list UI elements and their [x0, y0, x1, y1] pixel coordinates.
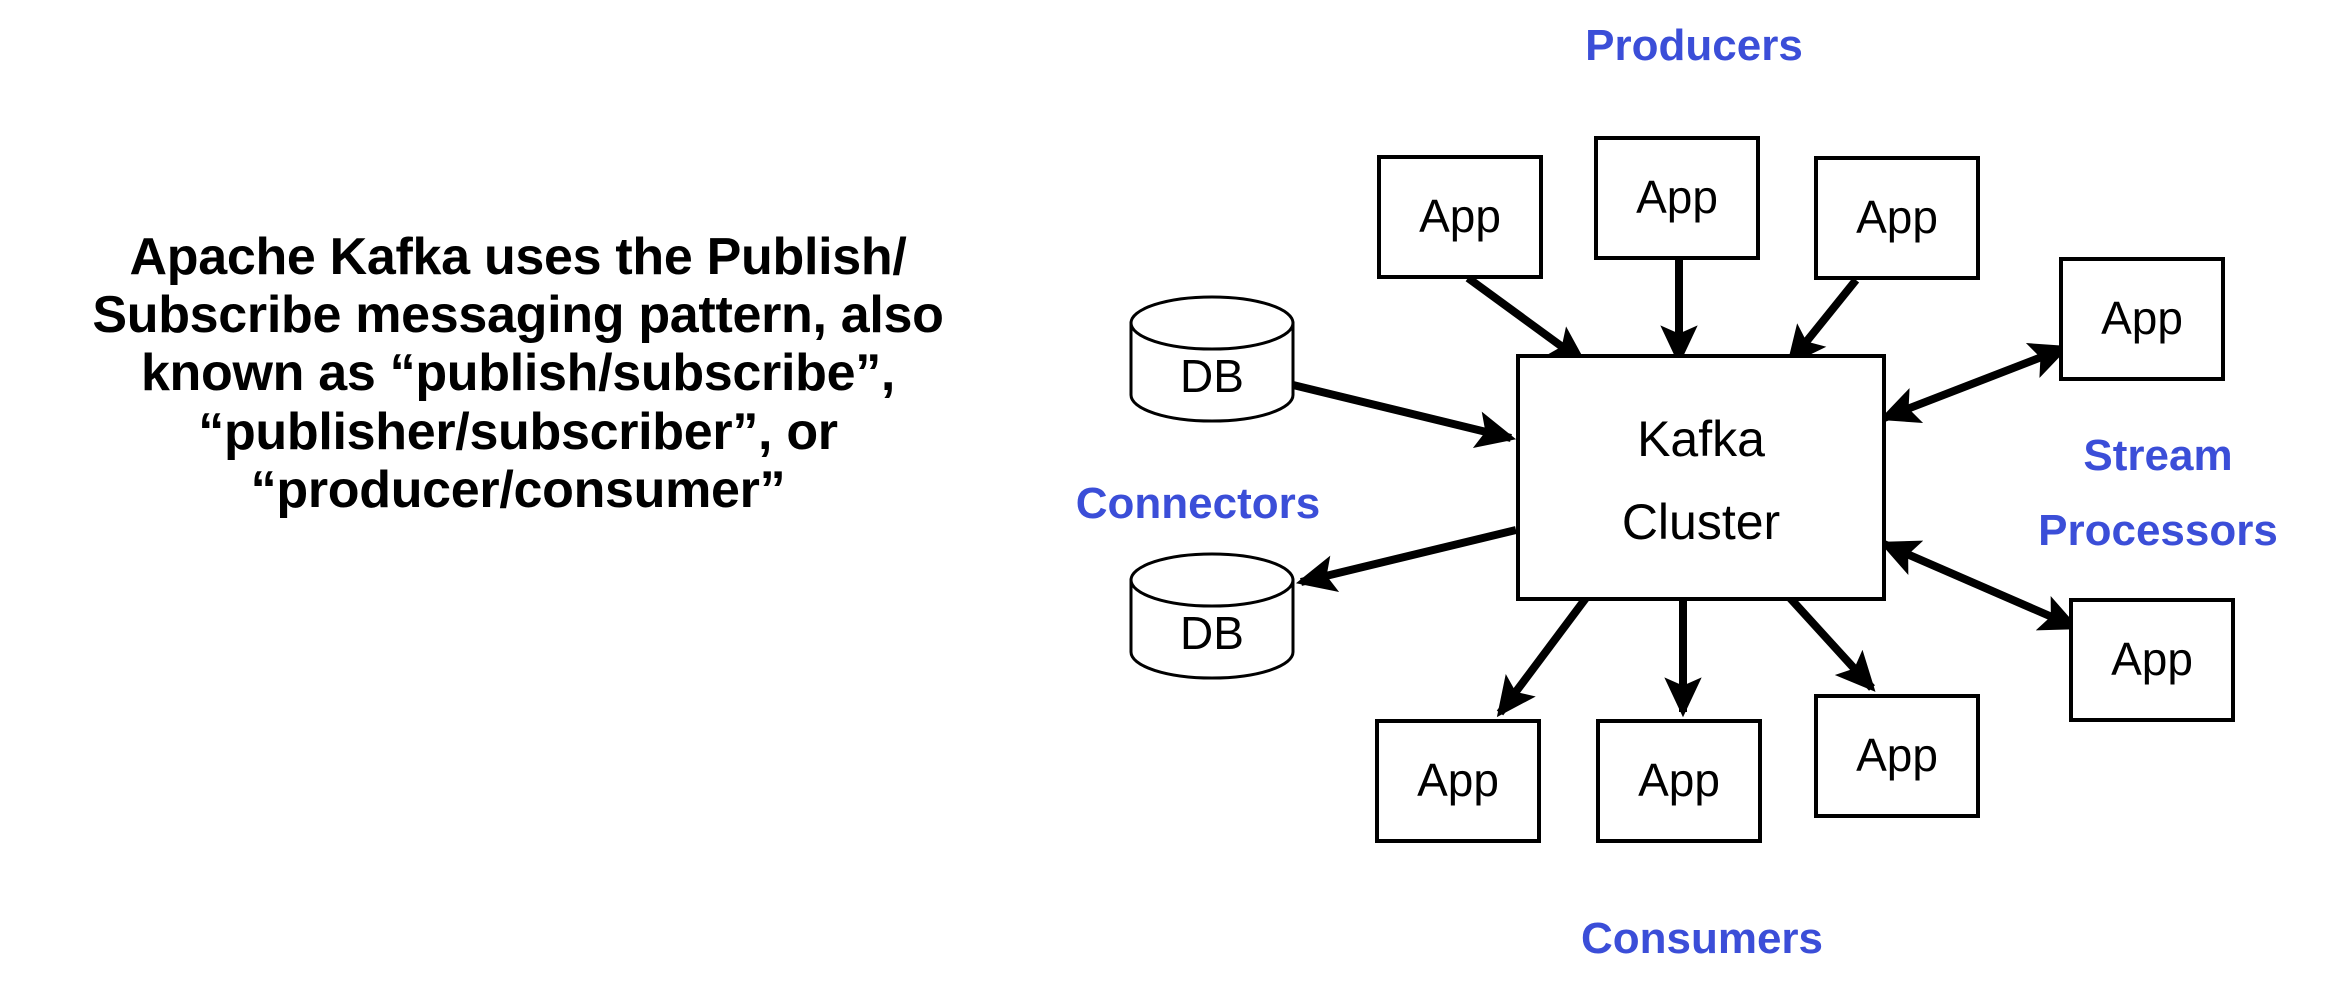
stream-app-2-label: App	[2111, 633, 2193, 685]
edge-producer3-to-cluster	[1786, 277, 1860, 367]
consumer-app-3-label: App	[1856, 729, 1938, 781]
stream-app-1[interactable]: App	[2059, 257, 2225, 381]
edge-cluster-to-stream-app1	[1879, 343, 2070, 423]
caption-line-1: Apache Kafka uses the Publish/	[129, 228, 907, 286]
group-label-stream-processors-line2: Processors	[2038, 506, 2278, 555]
edge-connector-db1-to-cluster	[1292, 381, 1517, 449]
connector-db-2-label: DB	[1180, 607, 1244, 659]
kafka-cluster-label-line1: Kafka	[1637, 411, 1765, 467]
producer-app-1[interactable]: App	[1377, 155, 1543, 279]
caption-line-5: “producer/consumer”	[250, 460, 786, 519]
consumer-app-3[interactable]: App	[1814, 694, 1980, 818]
edge-cluster-to-consumer3	[1787, 595, 1876, 692]
consumer-app-2-label: App	[1638, 754, 1720, 806]
kafka-cluster-label-line2: Cluster	[1622, 494, 1780, 550]
group-label-consumers: Consumers	[1581, 914, 1823, 963]
edge-cluster-to-consumer1	[1496, 595, 1590, 718]
producer-app-3[interactable]: App	[1814, 156, 1980, 280]
group-label-producers: Producers	[1585, 21, 1803, 70]
producer-app-1-label: App	[1419, 190, 1501, 242]
producer-app-2-label: App	[1636, 171, 1718, 223]
connector-db-1[interactable]: DB	[1129, 295, 1295, 423]
kafka-cluster[interactable]: Kafka Cluster	[1516, 354, 1886, 601]
stream-app-2[interactable]: App	[2069, 598, 2235, 722]
consumer-app-1-label: App	[1417, 754, 1499, 806]
group-label-stream-processors-line1: Stream	[2083, 431, 2232, 480]
producer-app-3-label: App	[1856, 191, 1938, 243]
caption-line-2: Subscribe messaging pattern, also	[92, 286, 944, 345]
caption-line-4: “publisher/subscriber”, or	[198, 402, 838, 461]
producer-app-2[interactable]: App	[1594, 136, 1760, 260]
consumer-app-2[interactable]: App	[1596, 719, 1762, 843]
connector-db-2[interactable]: DB	[1129, 552, 1295, 680]
caption-text-block: Apache Kafka uses the Publish/ Subscribe…	[18, 228, 1018, 519]
connector-db-1-label: DB	[1180, 350, 1244, 402]
stream-app-1-label: App	[2101, 292, 2183, 344]
consumer-app-1[interactable]: App	[1375, 719, 1541, 843]
caption-line-3: known as “publish/subscribe”,	[140, 344, 896, 403]
group-label-connectors: Connectors	[1076, 479, 1320, 528]
edge-producer1-to-cluster	[1465, 274, 1588, 366]
edge-cluster-to-connector-db2	[1295, 526, 1517, 593]
edge-cluster-to-stream-app2	[1879, 540, 2080, 631]
